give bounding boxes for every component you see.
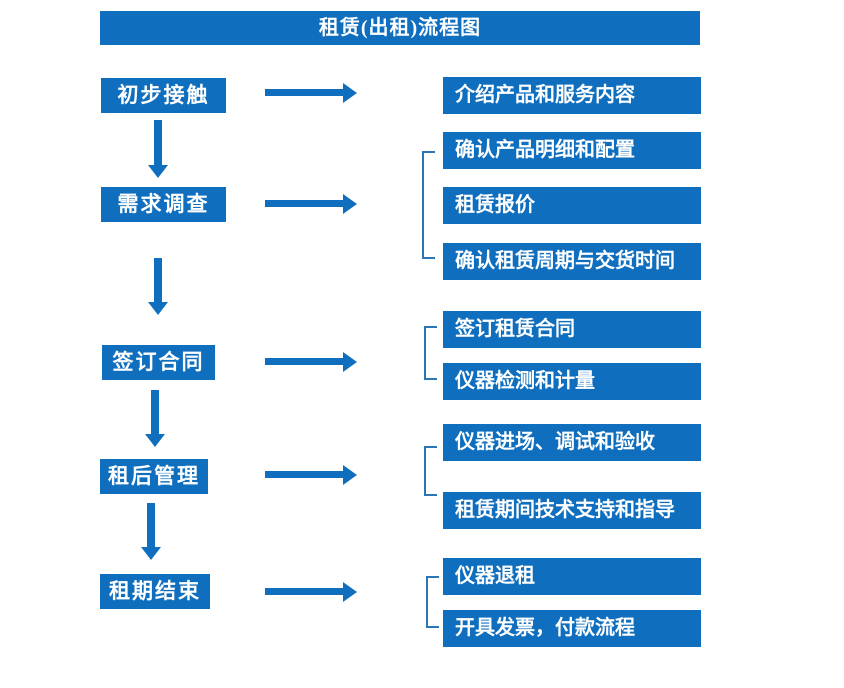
step-sign-contract: 签订合同	[102, 345, 215, 380]
detail-introduce-products: 介绍产品和服务内容	[443, 77, 701, 114]
arrow-right-connector-4	[265, 471, 343, 478]
arrow-down-connector-4	[147, 503, 155, 547]
arrow-right-connector-2	[265, 200, 343, 207]
group-bracket-sign-contract	[424, 326, 437, 380]
detail-confirm-rental-period: 确认租赁周期与交货时间	[443, 243, 701, 280]
arrow-down-connector-2	[154, 258, 162, 302]
detail-instrument-return: 仪器退租	[443, 558, 701, 595]
step-demand-survey: 需求调查	[101, 187, 226, 222]
detail-instrument-setup-acceptance: 仪器进场、调试和验收	[443, 424, 701, 461]
arrow-right-connector-5	[265, 588, 343, 595]
arrow-down-connector-3	[151, 390, 159, 434]
group-bracket-rental-end	[426, 576, 439, 628]
detail-invoice-payment: 开具发票，付款流程	[443, 610, 701, 647]
group-bracket-post-rental	[424, 446, 437, 496]
arrow-right-connector-3	[265, 358, 343, 365]
group-bracket-demand-survey	[422, 151, 435, 259]
detail-confirm-product-details: 确认产品明细和配置	[443, 132, 701, 169]
detail-instrument-testing: 仪器检测和计量	[443, 363, 701, 400]
step-rental-end: 租期结束	[100, 574, 210, 609]
detail-sign-rental-contract: 签订租赁合同	[443, 311, 701, 348]
flowchart-title: 租赁(出租)流程图	[100, 11, 700, 45]
detail-rental-quote: 租赁报价	[443, 187, 701, 224]
detail-rental-tech-support: 租赁期间技术支持和指导	[443, 492, 701, 529]
arrow-down-connector-1	[154, 120, 162, 165]
step-initial-contact: 初步接触	[101, 78, 226, 113]
step-post-rental-management: 租后管理	[100, 459, 208, 494]
arrow-right-connector-1	[265, 89, 343, 96]
